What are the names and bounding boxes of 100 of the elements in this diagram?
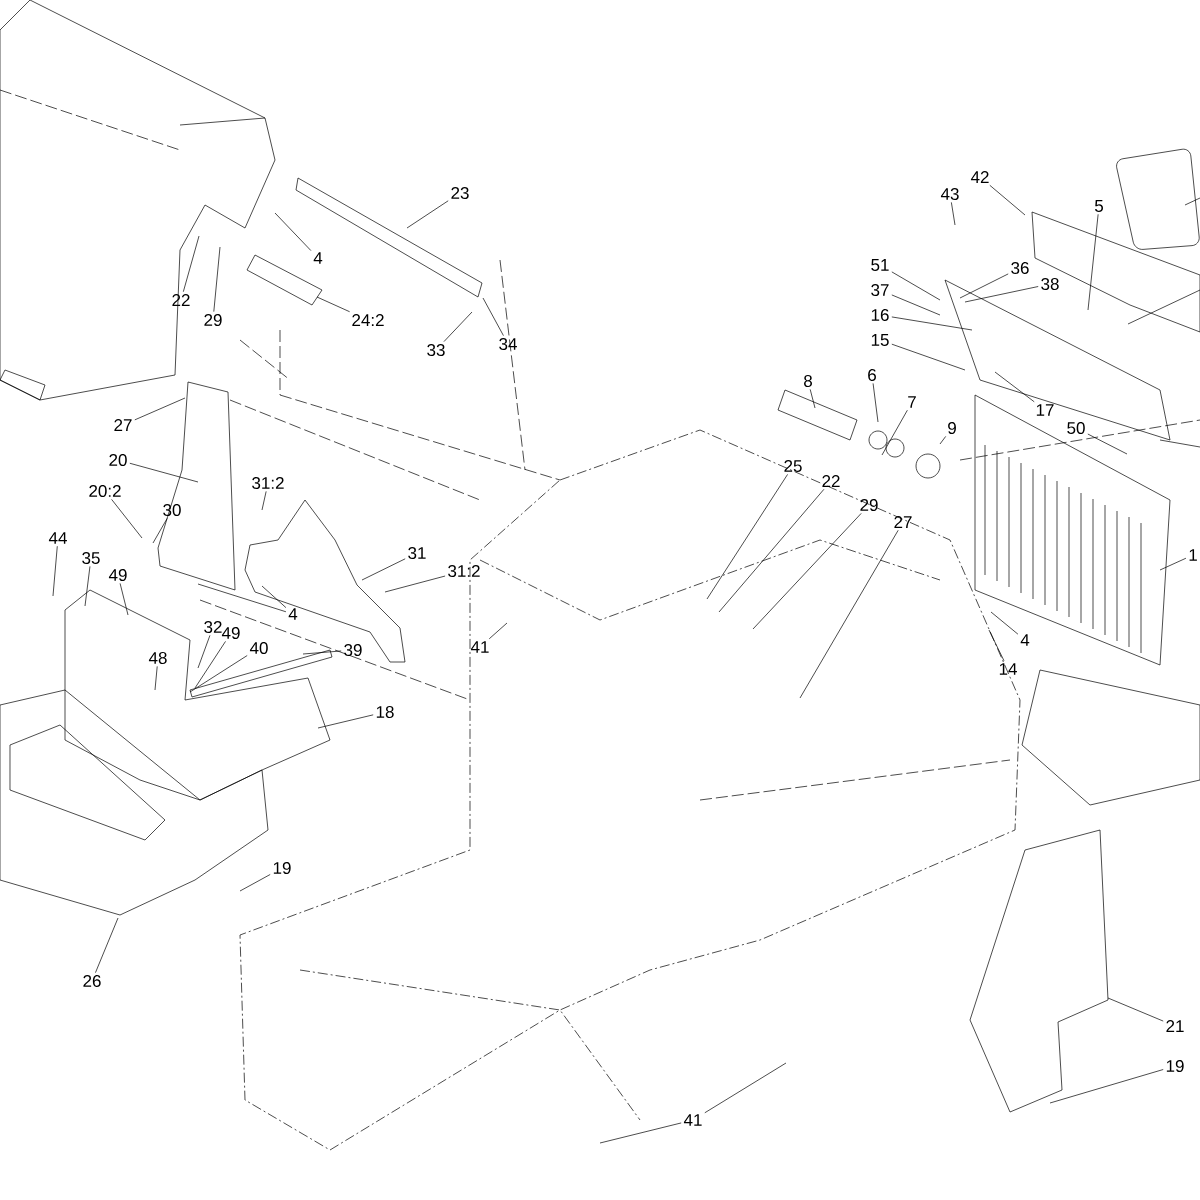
leader-line	[989, 184, 1026, 216]
leader-line	[316, 296, 350, 313]
leader-line	[317, 714, 374, 729]
callout-number: 1	[1189, 549, 1197, 561]
leader-line	[1087, 433, 1128, 455]
callout-number: 18	[376, 706, 394, 719]
callout-number: 14	[999, 663, 1017, 675]
leader-line	[239, 874, 271, 892]
leader-line	[197, 583, 287, 613]
callout-number: 32	[204, 621, 222, 634]
leader-line	[718, 488, 825, 613]
callout-number: 9	[948, 422, 956, 435]
callout-number: 20	[109, 454, 127, 467]
callout-number: 22	[172, 294, 190, 306]
callout-number: 26	[83, 975, 101, 988]
leader-line	[1159, 557, 1187, 571]
callout-number: 51	[871, 259, 889, 271]
leader-line	[1049, 1069, 1164, 1104]
callout-number: 4	[288, 608, 298, 620]
leader-line	[154, 666, 158, 691]
callout-number: 41	[470, 641, 489, 653]
callout-number: 33	[427, 344, 445, 357]
leader-line	[274, 212, 312, 251]
callout-number: 39	[344, 644, 362, 657]
leader-line	[799, 529, 899, 699]
callout-number: 42	[970, 171, 989, 183]
callout-number: 44	[48, 532, 67, 544]
leader-line	[189, 655, 248, 693]
leader-line	[809, 389, 816, 409]
leader-line	[891, 294, 941, 316]
callout-number: 38	[1041, 278, 1059, 291]
leader-line	[183, 235, 200, 293]
leader-line	[488, 622, 508, 640]
leader-line	[384, 575, 446, 593]
leader-line	[361, 558, 406, 581]
leader-line	[891, 316, 973, 331]
leader-line	[129, 462, 199, 483]
callout-number: 20:2	[89, 485, 121, 498]
callout-number: 25	[784, 460, 802, 473]
callout-number: 30	[163, 504, 181, 517]
leader-line	[194, 641, 226, 689]
callout-number: 40	[249, 642, 268, 655]
leader-line	[891, 271, 941, 301]
callout-number: 48	[148, 652, 167, 665]
callout-number: 50	[1067, 422, 1085, 435]
leader-line	[951, 202, 956, 226]
callout-number: 29	[860, 499, 878, 512]
leader-line	[261, 491, 267, 511]
callout-number: 41	[683, 1114, 702, 1126]
leader-line	[939, 436, 947, 445]
leader-line	[1087, 213, 1099, 311]
callout-number: 22	[822, 475, 840, 487]
leader-line	[443, 311, 473, 342]
leader-line	[213, 246, 221, 312]
leader-line	[52, 545, 58, 597]
callout-number: 36	[1011, 262, 1029, 275]
callout-number: 34	[499, 338, 517, 351]
leader-line	[891, 343, 966, 371]
leader-line	[704, 1062, 787, 1114]
callout-number: 4	[313, 252, 323, 264]
leader-line	[599, 1122, 682, 1144]
callout-number: 27	[894, 516, 912, 528]
leader-line	[990, 611, 1019, 635]
callout-number: 19	[1166, 1060, 1184, 1073]
leader-line	[111, 499, 143, 539]
callout-number: 31	[408, 547, 426, 560]
callout-number: 5	[1094, 200, 1103, 212]
leader-line	[84, 566, 91, 607]
callout-number: 27	[114, 419, 132, 431]
callout-number: 49	[221, 627, 240, 640]
callout-number: 7	[908, 396, 916, 408]
leader-line	[881, 409, 908, 456]
callout-number: 8	[804, 375, 812, 388]
callout-number: 29	[204, 314, 222, 327]
leader-line	[119, 583, 129, 616]
leader-line	[752, 513, 862, 630]
callout-number: 6	[868, 369, 876, 382]
callout-number: 24:2	[352, 314, 384, 326]
callout-number: 19	[273, 862, 291, 875]
leader-line	[959, 273, 1009, 299]
callout-number: 17	[1036, 404, 1054, 416]
leader-line	[134, 397, 186, 421]
leader-line	[988, 629, 1005, 662]
callout-number: 4	[1020, 634, 1030, 646]
leader-line	[152, 518, 168, 544]
leader-line	[406, 200, 449, 229]
leader-line	[261, 585, 287, 608]
leader-line	[706, 474, 788, 600]
leader-line	[1107, 997, 1164, 1022]
callout-number: 49	[108, 569, 127, 582]
callout-number: 35	[82, 552, 100, 565]
leader-line	[994, 371, 1035, 403]
leader-line	[482, 297, 504, 336]
callout-number: 43	[940, 188, 959, 201]
leader-line	[302, 650, 342, 655]
leader-line	[197, 635, 211, 669]
leader-line	[95, 917, 119, 973]
callout-number: 21	[1166, 1020, 1184, 1032]
leader-line	[872, 383, 879, 423]
callout-number: 31:2	[448, 565, 480, 578]
